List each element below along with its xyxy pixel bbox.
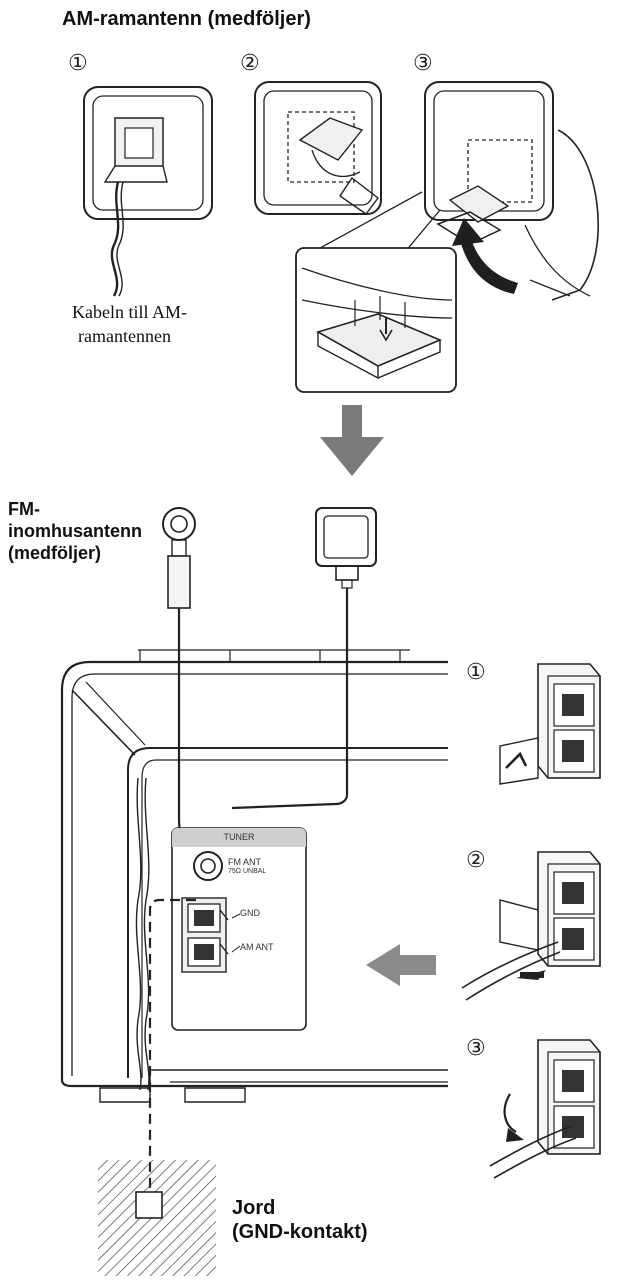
ground-wire [148, 898, 196, 1192]
ground-hatch-drawing [98, 1160, 216, 1276]
ground-label-line1: Jord [232, 1197, 276, 1219]
ground-label: Jord (GND-kontakt) [232, 1196, 368, 1244]
down-arrow-icon [320, 405, 384, 476]
am-step1-marker: ① [68, 51, 88, 76]
side-step1-marker: ① [466, 660, 486, 685]
am-antenna-mounted-drawing [231, 507, 377, 810]
fm-label-line1: FM- [8, 499, 40, 519]
am-antenna-title: AM-ramantenn (medföljer) [62, 8, 311, 30]
am-antenna-step3-drawing [424, 81, 599, 301]
rotate-arrow-icon [452, 218, 518, 294]
fm-ant-line2: 75Ω UNBAL [228, 868, 267, 875]
fm-label-line3: (medföljer) [8, 543, 102, 563]
am-ant-label: AM ANT [240, 942, 274, 952]
cable-label-line1: Kabeln till AM- [72, 302, 187, 322]
fm-antenna-drawing [162, 507, 201, 850]
side-step3-marker: ③ [466, 1036, 486, 1061]
am-antenna-step1-drawing [83, 86, 213, 297]
side-step3-drawing [489, 1039, 601, 1179]
side-step2-marker: ② [466, 848, 486, 873]
cable-label: Kabeln till AM- ramantennen [72, 300, 187, 348]
fm-ant-label: FM ANT 75Ω UNBAL [228, 857, 266, 877]
gnd-label: GND [240, 908, 260, 918]
am-antenna-step2-drawing [254, 81, 382, 215]
panel-header-tuner: TUNER [223, 832, 255, 842]
fm-label-line2: inomhusantenn [8, 521, 142, 541]
cable-label-line2: ramantennen [78, 326, 171, 346]
am-step3-marker: ③ [413, 51, 433, 76]
am-step2-marker: ② [240, 51, 260, 76]
fm-ant-line1: FM ANT [228, 857, 261, 867]
zoom-inset [295, 191, 457, 393]
ground-label-line2: (GND-kontakt) [232, 1221, 368, 1243]
fm-antenna-label: FM- inomhusantenn (medföljer) [8, 498, 142, 564]
side-step1-drawing [499, 663, 601, 785]
side-step2-drawing [461, 851, 601, 1001]
tuner-panel-drawing [171, 827, 307, 1031]
left-arrow-icon [366, 944, 436, 986]
